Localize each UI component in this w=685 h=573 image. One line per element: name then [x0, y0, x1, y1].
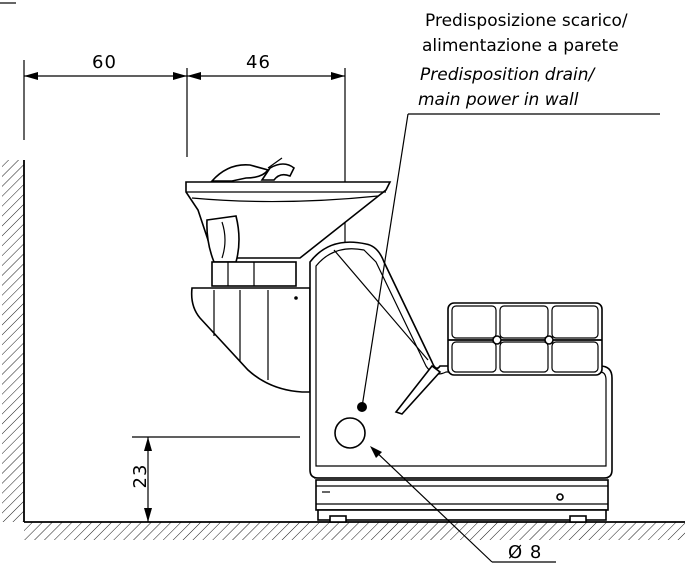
arrow-60-right — [173, 72, 187, 80]
note-line-3: Predisposition drain/ — [420, 65, 597, 85]
diameter-leader: Ø 8 — [370, 446, 556, 563]
dim-label-46: 46 — [246, 52, 271, 73]
column-screw — [294, 296, 298, 300]
foot-right — [569, 515, 587, 523]
faucet — [260, 163, 296, 181]
note-line-4: main power in wall — [418, 90, 579, 110]
dim-label-23: 23 — [130, 464, 151, 489]
platform-knob — [556, 493, 564, 501]
note-line-2: alimentazione a parete — [422, 36, 619, 56]
cushion-pad-3 — [551, 305, 599, 339]
base-platform — [315, 479, 609, 523]
cushion-pad-6 — [551, 341, 599, 373]
arrow-46-left — [187, 72, 201, 80]
diameter-arrow — [370, 446, 382, 458]
wash-basin — [185, 157, 392, 287]
cushion-button-2 — [544, 335, 554, 345]
cushion-block — [447, 302, 603, 376]
cushion-pad-2 — [499, 305, 549, 339]
floor-hatch — [24, 522, 685, 540]
neck-rest — [210, 164, 270, 182]
cushion-button-1 — [492, 335, 502, 345]
column-plate — [190, 287, 311, 393]
arrow-23-bottom — [144, 508, 152, 522]
note-line-1: Predisposizione scarico/ — [425, 11, 628, 31]
platform-foot — [317, 509, 607, 521]
side-panel-curve — [333, 249, 429, 361]
arrow-23-top — [144, 437, 152, 451]
basin-bulge-detail — [221, 221, 226, 259]
cushion-pad-1 — [451, 305, 497, 339]
platform-top — [315, 479, 609, 511]
arrow-60-left — [24, 72, 38, 80]
dimension-height: 23 — [130, 436, 300, 522]
basin-base — [190, 287, 311, 393]
leader-line-diameter — [371, 447, 493, 563]
pipe-hole — [334, 417, 366, 449]
chair-body — [309, 241, 613, 479]
note-leader — [361, 113, 660, 408]
installation-note: Predisposizione scarico/ alimentazione a… — [418, 11, 628, 110]
cushion-pad-5 — [499, 341, 549, 373]
seat-cushion — [447, 302, 603, 376]
backrest-notch — [394, 364, 442, 415]
foot-left — [329, 515, 347, 523]
leader-line-note — [361, 113, 409, 408]
arrow-46-right — [331, 72, 345, 80]
cushion-pad-4 — [451, 341, 497, 373]
basin-rim-inner — [191, 195, 379, 203]
wall-hatch — [2, 160, 24, 522]
diameter-label: Ø 8 — [508, 542, 542, 563]
wall — [2, 160, 25, 522]
dim-label-60: 60 — [92, 52, 117, 73]
faucet-handle — [267, 157, 283, 169]
floor — [24, 521, 685, 540]
